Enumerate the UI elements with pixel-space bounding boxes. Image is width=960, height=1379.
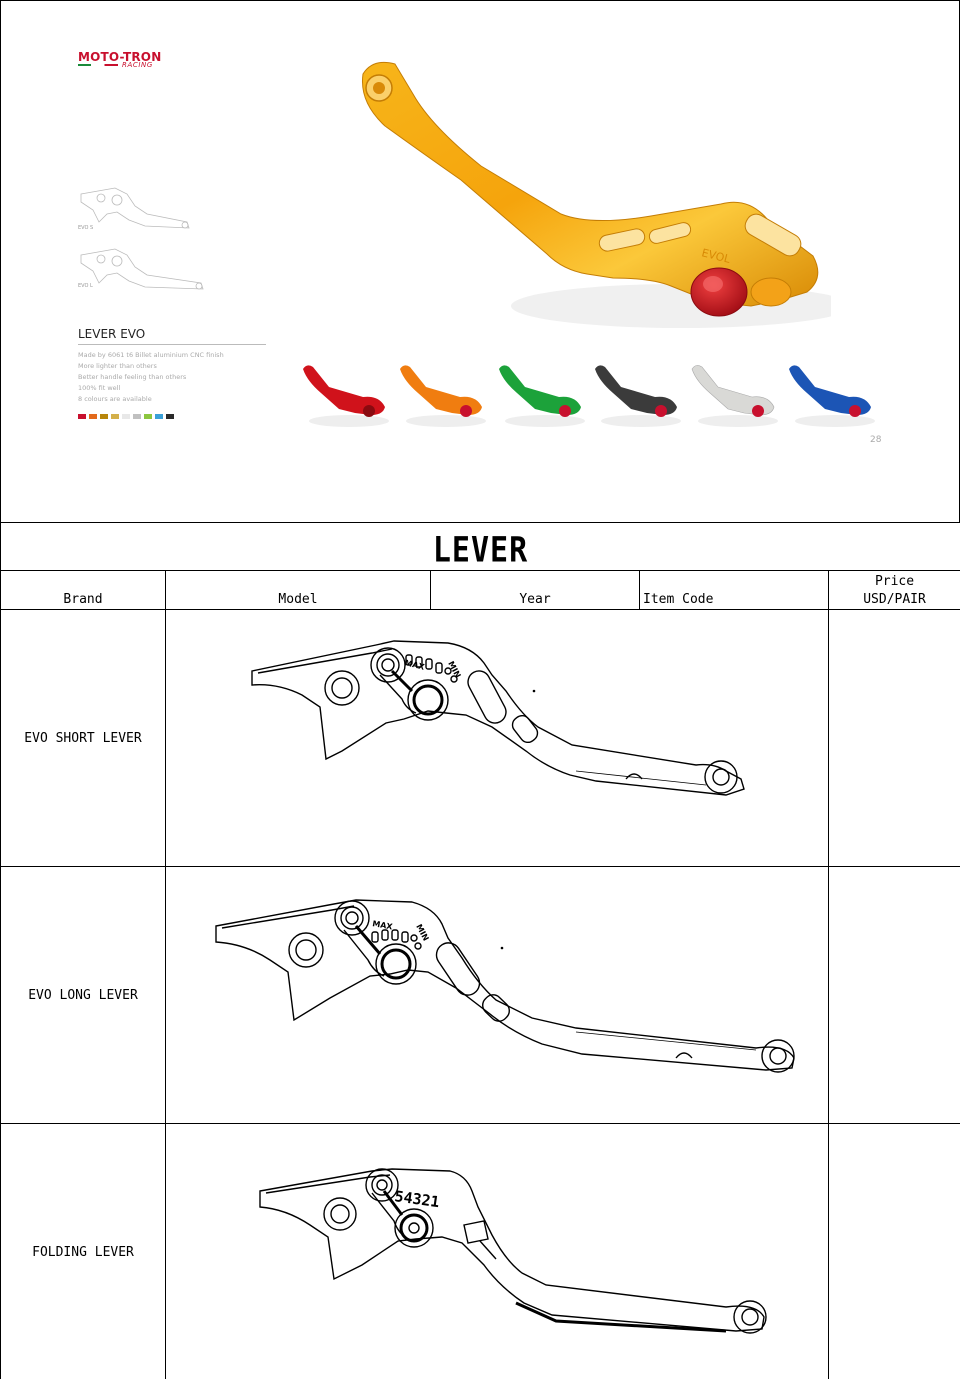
feature-item: 8 colours are available xyxy=(78,395,152,403)
row-drawing: MAX MIN xyxy=(165,609,829,867)
color-swatch xyxy=(133,414,141,419)
header-price-unit: USD/PAIR xyxy=(863,592,926,607)
header-item-code: Item Code xyxy=(639,570,829,610)
table-title: LEVER xyxy=(0,522,960,571)
brand-logo-stripe xyxy=(78,64,118,66)
lever-price-table: LEVER Brand Model Year Item Code Price U… xyxy=(0,522,960,1379)
brand-logo: MOTO-TRON RACING xyxy=(78,51,168,71)
color-swatches xyxy=(78,414,177,419)
row-drawing: MAX MIN xyxy=(165,866,829,1124)
feature-item: More lighter than others xyxy=(78,362,157,370)
dial-max-label: MAX xyxy=(372,919,394,932)
lever-variant-orange xyxy=(400,365,486,427)
dial-position-numbers: 54321 xyxy=(393,1187,440,1211)
color-swatch xyxy=(155,414,163,419)
feature-list: Made by 6061 t6 Billet aluminium CNC fin… xyxy=(78,350,224,405)
header-year: Year xyxy=(430,570,640,610)
color-swatch xyxy=(144,414,152,419)
lever-variant-silver xyxy=(691,365,778,427)
header-brand: Brand xyxy=(0,570,166,610)
row-price xyxy=(827,1123,960,1379)
table-row: FOLDING LEVER xyxy=(0,1123,960,1379)
lever-variant-black xyxy=(595,365,681,427)
product-title: LEVER EVO xyxy=(78,327,146,341)
feature-item: Better handle feeling than others xyxy=(78,373,187,381)
row-brand: FOLDING LEVER xyxy=(0,1123,166,1379)
evo-long-thumbnail xyxy=(80,248,204,290)
lever-variant-green xyxy=(499,365,585,427)
evo-short-thumb-label: EVO S xyxy=(78,225,94,231)
dial-min-label: MIN xyxy=(446,659,462,679)
color-variants xyxy=(299,359,889,439)
table-row: EVO LONG LEVER xyxy=(0,866,960,1124)
color-swatch xyxy=(89,414,97,419)
row-drawing: 54321 xyxy=(165,1123,829,1379)
evo-long-thumb-label: EVO L xyxy=(78,283,93,289)
page-number: 28 xyxy=(870,435,882,445)
lever-variant-red xyxy=(303,365,389,427)
lever-variant-blue xyxy=(789,365,875,427)
title-divider xyxy=(78,344,266,345)
color-swatch xyxy=(122,414,130,419)
row-brand: EVO SHORT LEVER xyxy=(0,609,166,867)
brand-logo-text: MOTO-TRON xyxy=(78,50,162,64)
color-swatch xyxy=(111,414,119,419)
evo-short-thumbnail xyxy=(80,187,190,229)
color-swatch xyxy=(100,414,108,419)
header-model: Model xyxy=(165,570,431,610)
table-header-row: Brand Model Year Item Code Price USD/PAI… xyxy=(0,570,960,610)
dial-max-label: MAX xyxy=(404,658,427,672)
gold-lever-photo: EVOL xyxy=(361,61,831,328)
feature-item: 100% fit well xyxy=(78,384,121,392)
row-price xyxy=(827,866,960,1124)
header-price-label: Price xyxy=(874,574,915,589)
color-swatch xyxy=(166,414,174,419)
catalog-image: MOTO-TRON RACING EVO S EVO L LEVER EVO M… xyxy=(0,0,960,523)
brand-logo-subtext: RACING xyxy=(122,61,153,69)
evo-long-lever-drawing: MAX MIN xyxy=(215,898,795,1073)
table-row: EVO SHORT LEVER xyxy=(0,609,960,867)
folding-lever-drawing: 54321 xyxy=(259,1167,767,1334)
table-title-row: LEVER xyxy=(0,522,960,571)
row-brand: EVO LONG LEVER xyxy=(0,866,166,1124)
feature-item: Made by 6061 t6 Billet aluminium CNC fin… xyxy=(78,351,224,359)
color-swatch xyxy=(78,414,86,419)
row-price xyxy=(827,609,960,867)
evo-short-lever-drawing: MAX MIN xyxy=(251,639,745,796)
header-price: Price USD/PAIR xyxy=(827,570,960,610)
